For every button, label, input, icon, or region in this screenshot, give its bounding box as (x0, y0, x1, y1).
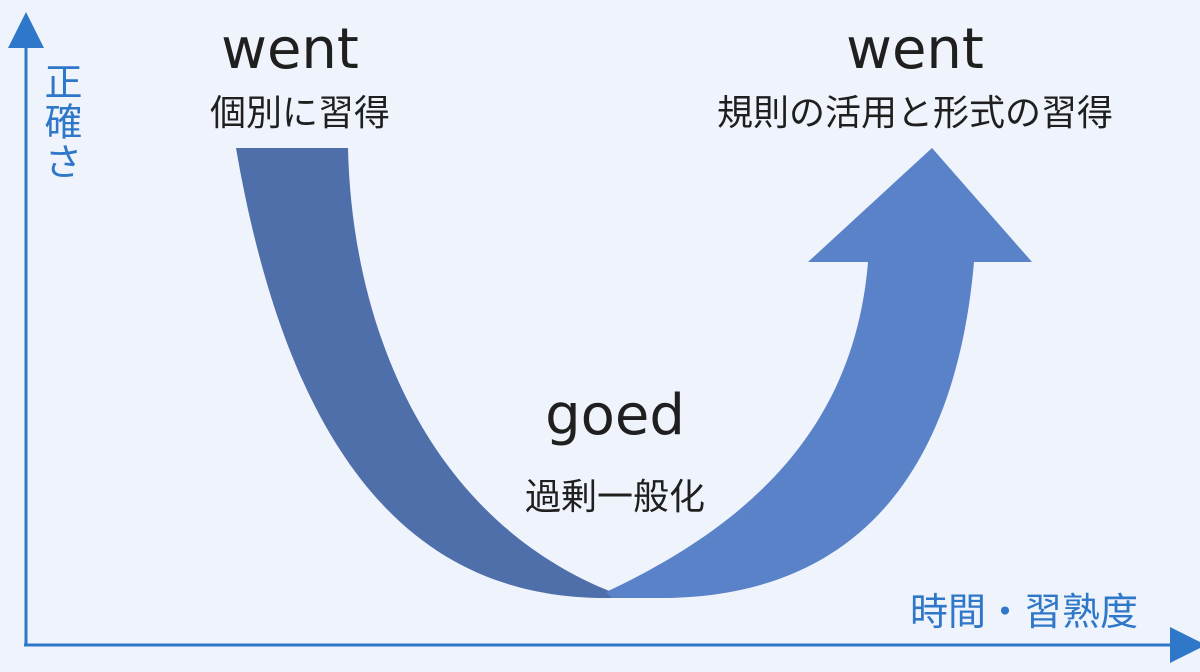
stage-2-caption: 過剰一般化 (524, 477, 705, 518)
ascending-arrow (606, 148, 1032, 598)
y-axis-label: 正確さ (38, 62, 82, 182)
stage-1-word: went (221, 17, 359, 82)
x-axis-label: 時間・習熟度 (910, 590, 1139, 634)
descending-band (236, 148, 612, 599)
stage-3-caption: 規則の活用と形式の習得 (716, 93, 1113, 134)
stage-3-word: went (846, 17, 984, 82)
stage-1-caption: 個別に習得 (209, 93, 390, 134)
stage-2-word: goed (545, 383, 685, 448)
